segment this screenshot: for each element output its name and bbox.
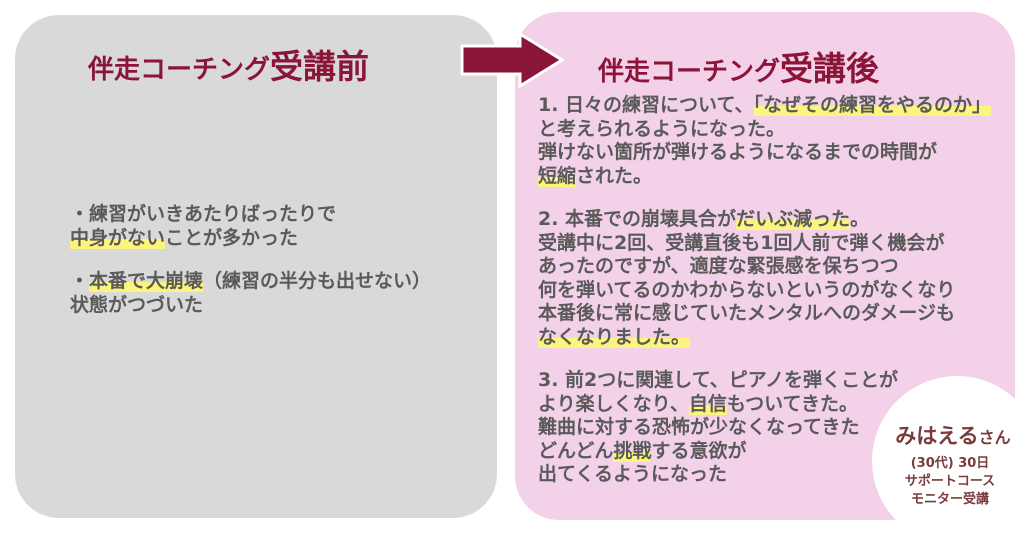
before-text: ・練習がいきあたりばったりで中身がないことが多かった・本番で大崩壊（練習の半分も…: [70, 203, 431, 317]
highlighted-text: だいぶ減った: [736, 208, 851, 230]
highlighted-text: 自信: [688, 392, 727, 415]
arrow-right-icon: [460, 32, 565, 88]
text-line: ・本番で大崩壊（練習の半分も出せない）: [70, 270, 431, 294]
text-line: どんどん挑戦する意欲が: [538, 439, 991, 464]
highlighted-text: 挑戦: [613, 439, 652, 462]
text-segment: もついてきた。: [726, 392, 858, 415]
highlighted-text: 中身がない: [70, 226, 166, 249]
text-segment: 難曲に対する恐怖が少なくなってきた: [538, 416, 860, 438]
text-line: より楽しくなり、自信もついてきた。: [538, 392, 991, 417]
line-gap: [538, 188, 991, 208]
person-meta: (30代) 30日 サポートコース モニター受講: [880, 455, 1020, 509]
text-line: 状態がつづいた: [70, 294, 431, 318]
person-name-text: みはえる: [895, 424, 979, 448]
highlighted-text: なくなりました。: [538, 325, 691, 348]
text-line: と考えられるようになった。: [538, 118, 991, 142]
text-segment: （練習の半分も出せない）: [203, 270, 432, 292]
after-text: 1. 日々の練習について、「なぜその練習をやるのか」と考えられるようになった。弾…: [538, 94, 992, 487]
person-type: モニター受講: [910, 492, 989, 507]
text-segment: する意欲が: [651, 439, 747, 462]
after-title: 伴走コーチング受講後: [598, 42, 879, 90]
text-segment: より楽しくなり、: [538, 392, 689, 415]
highlighted-text: 本番で大崩壊: [89, 270, 204, 292]
text-line: 受講中に2回、受講直後も1回人前で弾く機会が: [538, 232, 991, 256]
text-segment: ・: [70, 270, 90, 292]
text-segment: 受講中に2回、受講直後も1回人前で弾く機会が: [538, 231, 945, 254]
text-segment: 弾けない箇所が弾けるようになるまでの時間が: [538, 141, 938, 163]
text-segment: 出てくるようになった: [538, 463, 728, 485]
text-segment: と考えられるようになった。: [538, 117, 786, 140]
text-line: 短縮された。: [538, 164, 991, 189]
line-gap: [538, 349, 991, 369]
text-line: なくなりました。: [538, 325, 991, 350]
text-line: 3. 前2つに関連して、ピアノを弾くことが: [538, 369, 991, 393]
text-line: 弾けない箇所が弾けるようになるまでの時間が: [538, 141, 991, 165]
text-line: 中身がないことが多かった: [70, 226, 431, 251]
text-line: 難曲に対する恐怖が少なくなってきた: [538, 416, 991, 440]
profile-circle: [872, 376, 1024, 546]
highlighted-text: 「なぜその練習をやるのか」: [753, 94, 992, 116]
text-segment: 状態がつづいた: [70, 293, 204, 316]
text-segment: 1. 日々の練習について、: [538, 94, 754, 116]
text-segment: 何を弾いてるのかわからないというのがなくなり: [538, 278, 956, 301]
before-panel: [15, 15, 497, 518]
text-line: 何を弾いてるのかわからないというのがなくなり: [538, 279, 991, 303]
text-segment: どんどん: [538, 439, 614, 462]
person-course: サポートコース: [904, 474, 996, 489]
person-age: (30代) 30日: [910, 456, 990, 471]
text-segment: 2. 本番での崩壊具合が: [538, 208, 737, 230]
text-line: 1. 日々の練習について、「なぜその練習をやるのか」: [538, 94, 992, 118]
before-title: 伴走コーチング受講前: [88, 40, 369, 88]
text-line: 出てくるようになった: [538, 463, 991, 487]
text-segment: 3. 前2つに関連して、ピアノを弾くことが: [538, 369, 899, 391]
text-line: 2. 本番での崩壊具合がだいぶ減った。: [538, 208, 991, 232]
after-title-large: 受講後: [780, 49, 880, 88]
text-segment: 本番後に常に感じていたメンタルへのダメージも: [538, 302, 956, 324]
line-gap: [70, 250, 431, 270]
person-name: みはえるさん: [878, 420, 1024, 450]
text-line: あったのですが、適度な緊張感を保ちつつ: [538, 255, 991, 279]
text-segment: ことが多かった: [165, 226, 299, 249]
text-segment: あったのですが、適度な緊張感を保ちつつ: [538, 255, 899, 277]
highlighted-text: 短縮: [538, 164, 577, 187]
text-segment: された。: [576, 164, 653, 187]
before-title-small: 伴走コーチング: [88, 55, 271, 85]
person-honorific: さん: [978, 428, 1011, 447]
before-title-large: 受講前: [270, 47, 370, 86]
text-segment: ・練習がいきあたりばったりで: [70, 203, 337, 225]
text-segment: 。: [850, 208, 870, 230]
text-line: ・練習がいきあたりばったりで: [70, 203, 431, 227]
text-line: 本番後に常に感じていたメンタルへのダメージも: [538, 302, 991, 326]
after-title-small: 伴走コーチング: [598, 57, 781, 87]
